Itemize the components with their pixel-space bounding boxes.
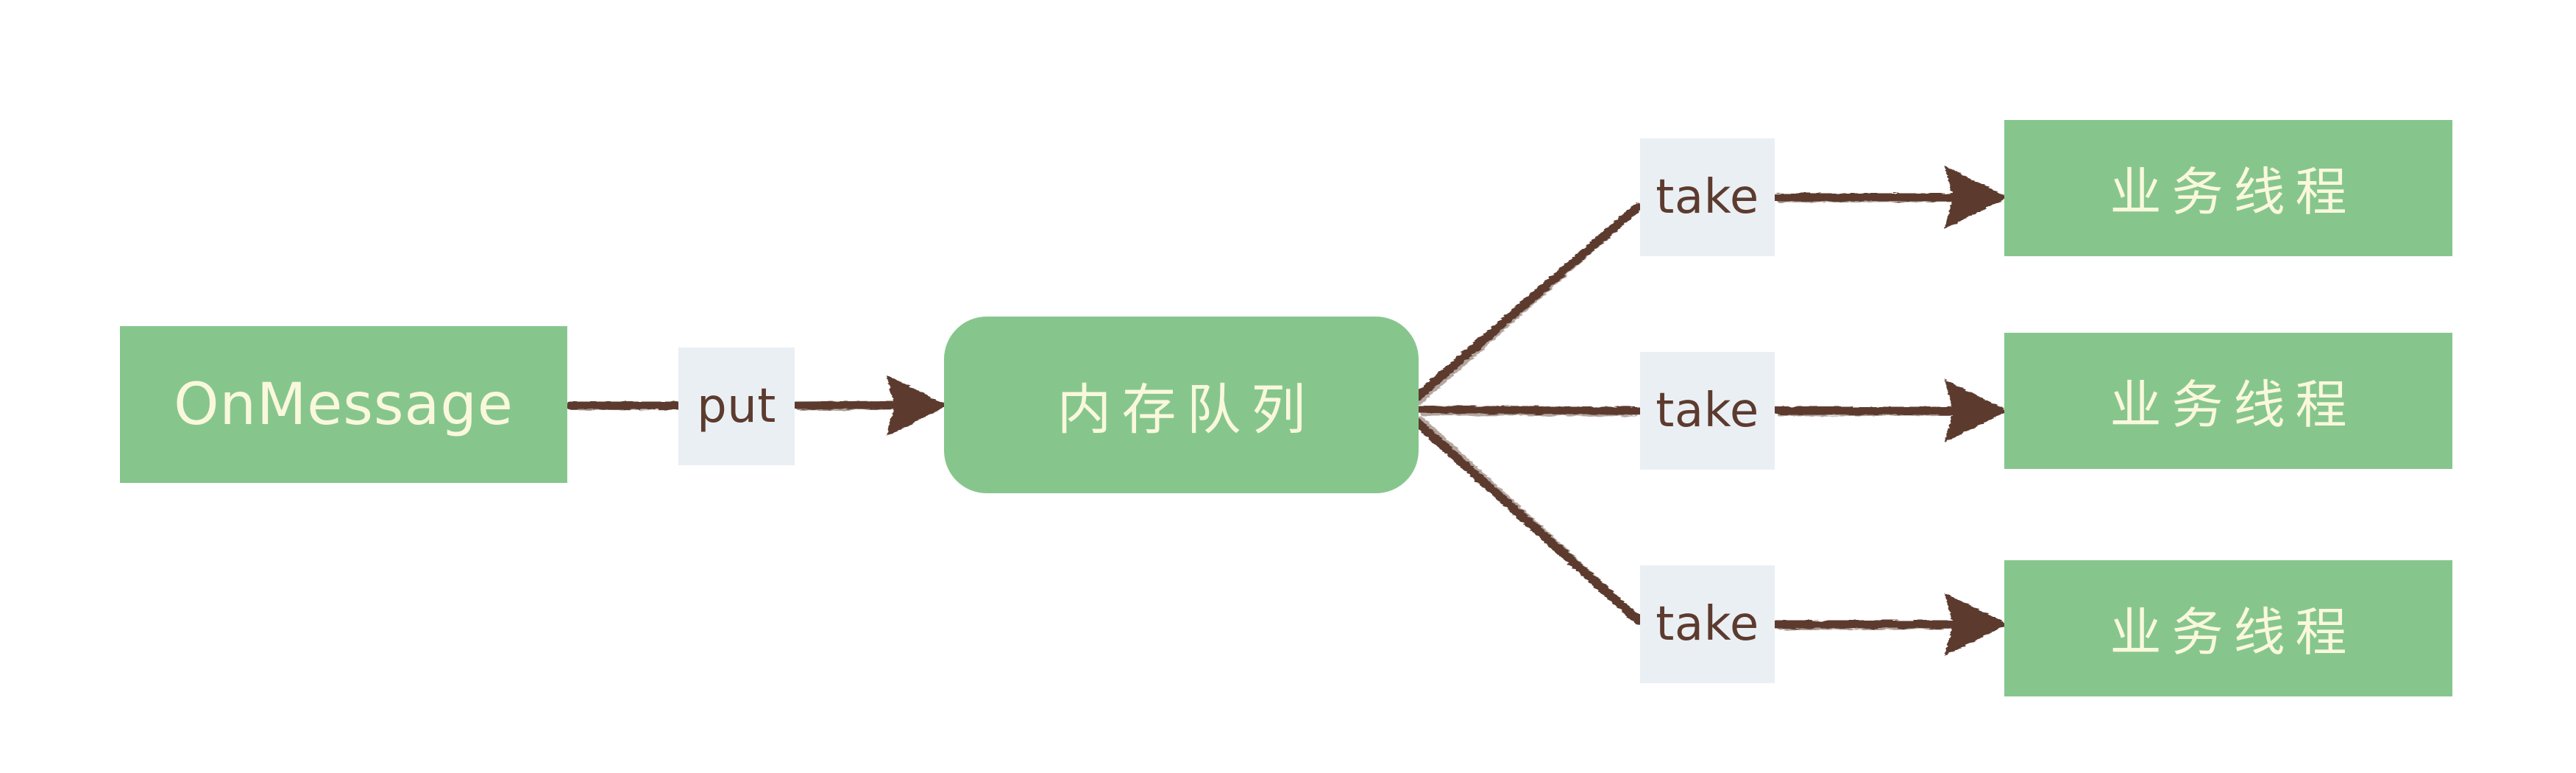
node-worker-thread-3[interactable]: 业务线程 <box>2004 560 2452 696</box>
node-worker-thread-2[interactable]: 业务线程 <box>2004 333 2452 469</box>
edge-onmessage-to-put <box>566 401 681 411</box>
node-worker-thread-3-label: 业务线程 <box>2110 602 2357 663</box>
node-worker-thread-1-label: 业务线程 <box>2110 162 2357 222</box>
edge-put-to-queue <box>792 375 948 437</box>
edge-label-take-1[interactable]: take <box>1640 138 1775 256</box>
edge-queue-to-take-3 <box>1412 415 1642 624</box>
edge-label-take-2[interactable]: take <box>1640 352 1775 470</box>
node-worker-thread-2-label: 业务线程 <box>2110 375 2357 435</box>
edge-take-2-to-worker-2 <box>1773 379 2009 442</box>
edge-label-take-2-text: take <box>1656 384 1759 438</box>
node-on-message[interactable]: OnMessage <box>120 326 567 483</box>
edge-take-3-to-worker-3 <box>1773 593 2009 656</box>
edge-queue-to-take-2 <box>1413 405 1642 417</box>
edge-label-take-1-text: take <box>1656 170 1759 225</box>
edge-take-1-to-worker-1 <box>1773 166 2009 229</box>
edge-label-take-3[interactable]: take <box>1640 565 1775 683</box>
node-on-message-label: OnMessage <box>174 371 514 438</box>
edge-label-put-text: put <box>697 379 776 434</box>
edge-label-take-3-text: take <box>1656 597 1759 652</box>
edge-queue-to-take-1 <box>1412 202 1642 405</box>
node-memory-queue-label: 内存队列 <box>1057 378 1316 442</box>
edge-label-put[interactable]: put <box>678 347 795 465</box>
node-memory-queue[interactable]: 内存队列 <box>944 317 1419 493</box>
node-worker-thread-1[interactable]: 业务线程 <box>2004 120 2452 256</box>
